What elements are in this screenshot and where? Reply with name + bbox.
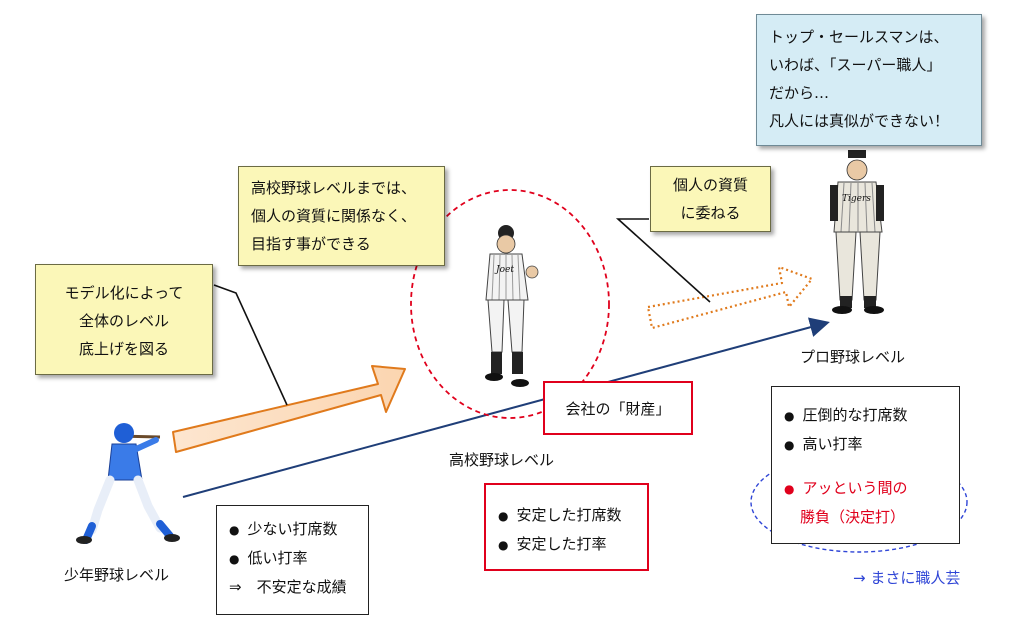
high-school-ellipse	[410, 189, 610, 419]
pro-highlight-line-1: アッという間の	[784, 474, 959, 503]
top-note-line-4: 凡人には真似ができない！	[769, 112, 950, 130]
individual-note-line-1: 個人の資質	[672, 176, 748, 194]
hs-note-line-3: 目指す事ができる	[251, 235, 371, 253]
high-school-note: 高校野球レベルまでは、 個人の資質に関係なく、 目指す事ができる	[238, 166, 445, 266]
youth-stats-box: 少ない打席数 低い打率 ⇒ 不安定な成績	[216, 505, 369, 615]
pro-highlight-ellipse	[750, 451, 968, 553]
high-school-uniform-letters: Joet	[494, 265, 514, 275]
pro-stat-1: 圧倒的な打席数	[784, 401, 959, 430]
youth-level-label: 少年野球レベル	[64, 566, 170, 584]
hs-note-line-1: 高校野球レベルまでは、	[251, 179, 417, 197]
youth-stat-2: 低い打率	[229, 544, 368, 573]
model-note-pointer	[213, 284, 288, 406]
pro-uniform-letters: Tigers	[842, 194, 871, 204]
individual-note-line-2: に委ねる	[680, 204, 741, 222]
model-note-line-2: 全体のレベル	[78, 312, 169, 330]
top-salesman-note: トップ・セールスマンは、 いわば、「スーパー職人」 だから… 凡人には真似ができ…	[756, 14, 982, 146]
pro-player-figure: Tigers	[830, 150, 884, 314]
company-asset-box: 会社の「財産」	[543, 381, 693, 435]
top-note-line-2: いわば、「スーパー職人」	[769, 56, 942, 74]
hs-stat-1: 安定した打席数	[498, 501, 647, 530]
top-note-line-1: トップ・セールスマンは、	[769, 28, 949, 46]
high-school-stats-box: 安定した打席数 安定した打率	[484, 483, 649, 571]
hs-stat-2: 安定した打率	[498, 530, 647, 559]
top-note-line-3: だから…	[769, 84, 830, 102]
growth-arrow	[182, 317, 830, 498]
individual-note-pointer	[615, 218, 711, 303]
model-note-line-1: モデル化によって	[64, 284, 184, 302]
individual-arrow	[646, 265, 814, 330]
high-school-level-label: 高校野球レベル	[449, 451, 555, 469]
pro-highlight-line-2: 勝負（決定打）	[800, 508, 906, 526]
youth-stat-1: 少ない打席数	[229, 515, 368, 544]
company-asset-text: 会社の「財産」	[565, 400, 671, 418]
model-note-line-3: 底上げを図る	[78, 340, 169, 358]
pro-level-label: プロ野球レベル	[800, 348, 906, 366]
pro-stats-box: 圧倒的な打席数 高い打率 アッという間の 勝負（決定打）	[771, 386, 960, 544]
pro-stat-2: 高い打率	[784, 430, 959, 459]
youth-batter-figure	[76, 423, 180, 544]
modeling-arrow	[172, 365, 406, 453]
youth-stat-result: ⇒ 不安定な成績	[229, 578, 347, 596]
model-note: モデル化によって 全体のレベル 底上げを図る	[35, 264, 213, 375]
individual-note: 個人の資質 に委ねる	[650, 166, 771, 232]
craft-note: → まさに職人芸	[853, 569, 961, 587]
high-school-player-figure: Joet	[485, 225, 539, 387]
hs-note-line-2: 個人の資質に関係なく、	[251, 207, 417, 225]
